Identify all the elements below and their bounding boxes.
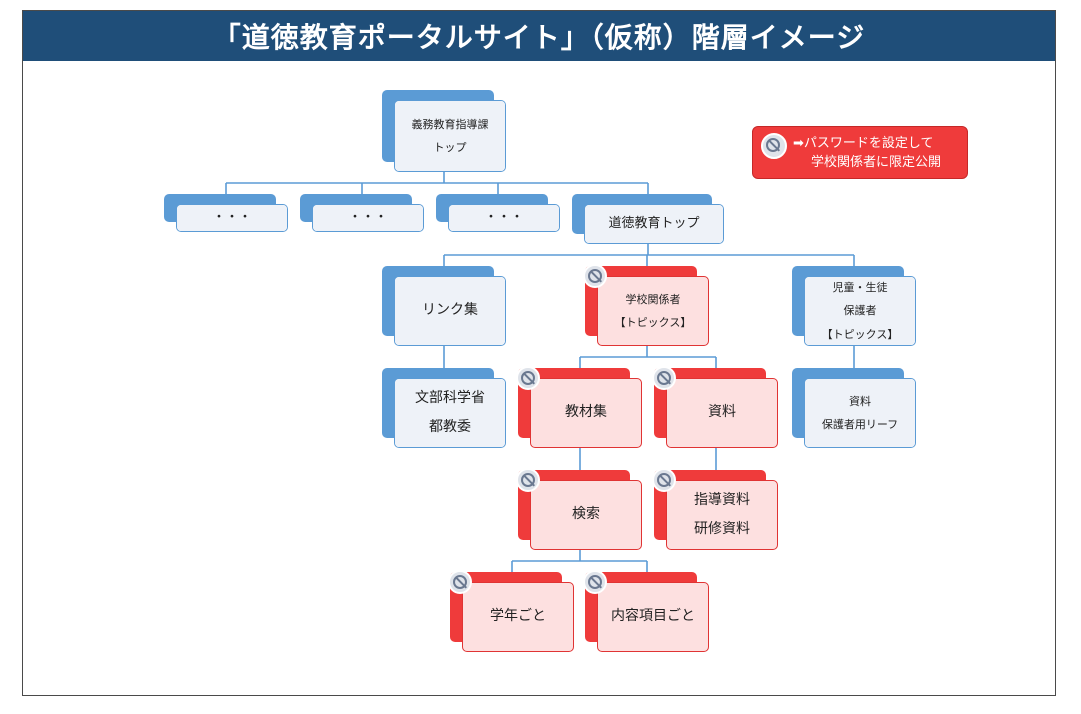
node-label: 都教委: [429, 419, 471, 435]
node-box: 学年ごと: [462, 582, 574, 652]
legend-line: 学校関係者に限定公開: [811, 155, 942, 170]
node-label: 学年ごと: [490, 608, 546, 625]
node-label: 【トピックス】: [821, 327, 899, 341]
legend-box: ➡パスワードを設定して 学校関係者に限定公開: [752, 126, 968, 179]
node-label: 義務教育指導課: [411, 117, 489, 131]
prohibited-lock-icon: [583, 264, 607, 288]
page-title: 「道徳教育ポータルサイト」（仮称）階層イメージ: [212, 21, 866, 54]
node-box: 義務教育指導課トップ: [394, 100, 506, 172]
node-label: ・・・: [484, 210, 524, 226]
node-label: 教材集: [565, 404, 607, 421]
node-label: 道徳教育トップ: [608, 216, 700, 232]
node-label: 保護者用リーフ: [821, 418, 899, 431]
node-label: 指導資料: [694, 491, 750, 508]
node-box: 文部科学省都教委: [394, 378, 506, 448]
node-box: 内容項目ごと: [597, 582, 709, 652]
prohibited-lock-icon: [652, 366, 676, 390]
prohibited-lock-icon: [761, 133, 787, 159]
title-bar: 「道徳教育ポータルサイト」（仮称）階層イメージ: [23, 11, 1055, 61]
node-box: 学校関係者【トピックス】: [597, 276, 709, 346]
node-box: ・・・: [176, 204, 288, 232]
node-box: 児童・生徒保護者【トピックス】: [804, 276, 916, 346]
node-box: 指導資料研修資料: [666, 480, 778, 550]
prohibited-lock-icon: [583, 570, 607, 594]
node-label: 検索: [572, 506, 600, 523]
node-label: 児童・生徒: [832, 281, 888, 295]
node-box: 道徳教育トップ: [584, 204, 724, 244]
node-box: ・・・: [448, 204, 560, 232]
node-box: 資料保護者用リーフ: [804, 378, 916, 448]
node-box: 資料: [666, 378, 778, 448]
node-box: 検索: [530, 480, 642, 550]
prohibited-lock-icon: [652, 468, 676, 492]
node-label: 研修資料: [694, 521, 750, 537]
prohibited-lock-icon: [448, 570, 472, 594]
node-box: ・・・: [312, 204, 424, 232]
node-label: 資料: [708, 404, 736, 421]
node-label: トップ: [433, 141, 467, 154]
legend-text: ➡パスワードを設定して 学校関係者に限定公開: [793, 134, 941, 172]
node-label: 【トピックス】: [614, 316, 692, 329]
prohibited-lock-icon: [516, 468, 540, 492]
legend-line: ➡パスワードを設定して: [793, 136, 934, 151]
node-label: ・・・: [348, 210, 388, 226]
node-label: 学校関係者: [625, 292, 681, 306]
node-label: ・・・: [212, 210, 252, 226]
node-label: 内容項目ごと: [611, 608, 695, 625]
node-box: 教材集: [530, 378, 642, 448]
node-box: リンク集: [394, 276, 506, 346]
node-label: 保護者: [843, 304, 877, 318]
node-label: リンク集: [422, 302, 478, 319]
node-label: 資料: [849, 394, 871, 408]
prohibited-lock-icon: [516, 366, 540, 390]
node-label: 文部科学省: [415, 389, 485, 406]
